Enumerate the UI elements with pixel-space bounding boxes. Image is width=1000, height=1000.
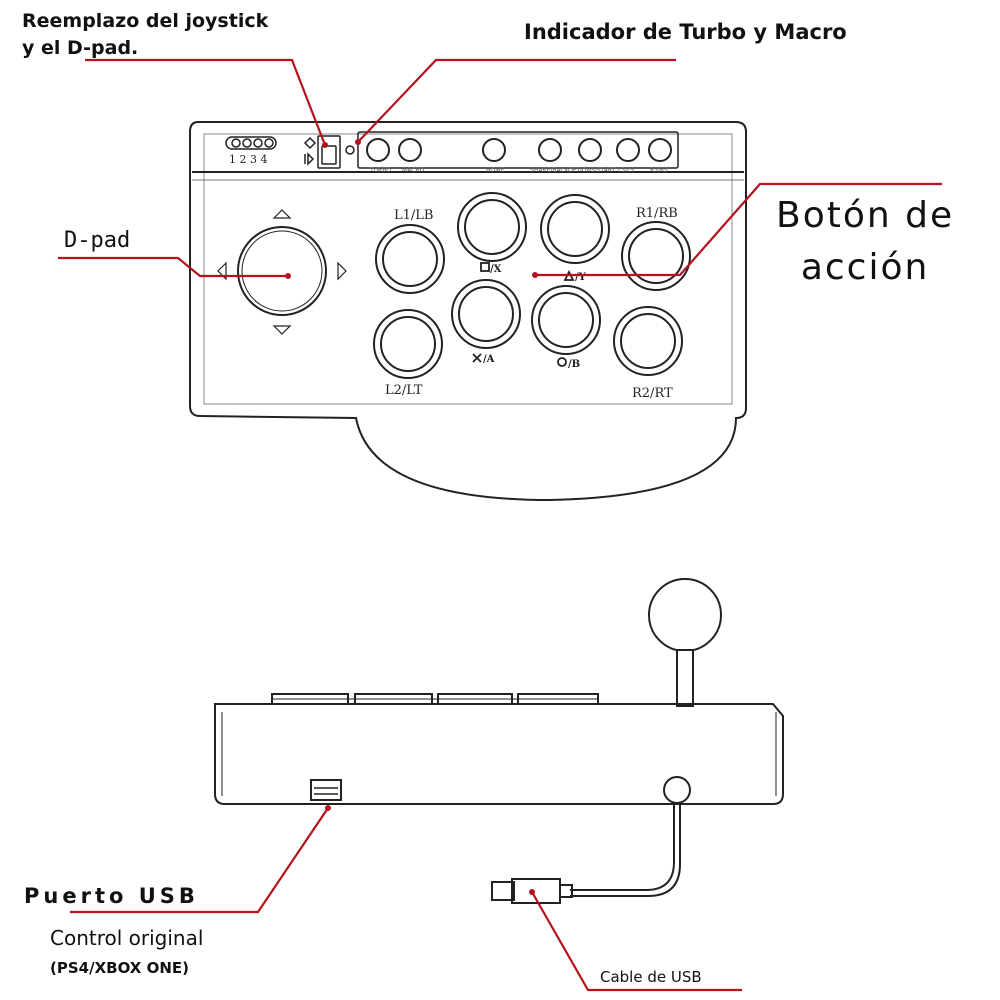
original-label-line1: Control original: [50, 926, 204, 950]
square-label: /X: [490, 264, 502, 275]
indicator-annotation-line: [357, 58, 676, 143]
joystick-label-line1: Reemplazo del joystick: [22, 10, 269, 32]
cable-grommet: [663, 776, 691, 804]
l2-label: L2/LT: [385, 383, 423, 398]
slot-numbers: 1 2 3 4: [229, 153, 267, 166]
side-view: [214, 578, 784, 904]
macro-button[interactable]: [398, 138, 422, 162]
cross-label: /A: [483, 354, 495, 365]
square-symbol-icon: [480, 262, 490, 272]
dpad-up-arrow: [272, 209, 292, 219]
circle-button[interactable]: [531, 285, 601, 355]
usb-cable: [570, 802, 681, 897]
top-view-outline: [189, 121, 747, 502]
original-controller-label: Control original (PS4/XBOX ONE): [50, 924, 203, 982]
side-body: [214, 703, 784, 805]
action-annotation-line: [535, 182, 942, 277]
original-label-line2: (PS4/XBOX ONE): [50, 959, 189, 977]
action-label-line2: acción: [800, 247, 930, 288]
l2-button[interactable]: [373, 309, 443, 379]
share-button[interactable]: [538, 138, 562, 162]
indicator-label: Indicador de Turbo y Macro: [524, 20, 847, 44]
r3-label: R3/RS: [650, 167, 668, 174]
home-button[interactable]: [482, 138, 506, 162]
l1-label: L1/LB: [394, 208, 433, 223]
dpad-annotation-line: [58, 256, 288, 278]
l3-label: L3/LS: [618, 167, 635, 174]
joystick-ball[interactable]: [648, 578, 722, 652]
joystick-replacement-label: Reemplazo del joystick y el D-pad.: [22, 8, 268, 62]
r1-label: R1/RB: [636, 206, 678, 221]
r2-button[interactable]: [613, 306, 683, 376]
action-buttons: [373, 192, 691, 379]
macro-label: MACRO: [402, 167, 425, 174]
joystick-label-line2: y el D-pad.: [22, 37, 139, 59]
annotation-dots: [285, 139, 538, 895]
cross-button[interactable]: [451, 279, 521, 349]
top-buttons: [366, 138, 672, 162]
annotation-lines: [58, 58, 942, 992]
cross-symbol-icon: [472, 353, 482, 363]
usb-port-label: Puerto USB: [24, 884, 199, 908]
dpad-label: D-pad: [64, 228, 131, 253]
joystick-shaft: [676, 649, 694, 707]
dpad-right-arrow: [337, 261, 347, 281]
usb-port-annotation-line: [70, 807, 329, 914]
r1-button[interactable]: [621, 221, 691, 291]
circle-symbol-icon: [557, 357, 567, 367]
dpad[interactable]: [237, 226, 327, 316]
usb-cable-label: Cable de USB: [600, 968, 702, 986]
options-label: OPTIONS/START: [568, 167, 616, 174]
share-label: SHARE/BACK: [530, 167, 570, 174]
slot-indicator: [225, 136, 277, 150]
turbo-button[interactable]: [366, 138, 390, 162]
usb-port: [310, 779, 342, 801]
triangle-button[interactable]: [540, 194, 610, 264]
cable-annotation-line: [531, 891, 742, 992]
options-button[interactable]: [578, 138, 602, 162]
mode-switch[interactable]: [303, 135, 341, 169]
action-label-line1: Botón de: [776, 195, 955, 236]
home-label: HOME: [486, 167, 504, 174]
action-button-label: Botón de acción: [776, 190, 954, 294]
top-view: [189, 121, 747, 502]
turbo-macro-led: [345, 145, 355, 155]
top-view-inner-outline: [203, 133, 733, 405]
r2-label: R2/RT: [632, 386, 673, 401]
triangle-label: /Y: [575, 272, 587, 283]
circle-label: /B: [568, 359, 580, 370]
turbo-label: TURBO: [369, 167, 391, 174]
dpad-down-arrow: [272, 325, 292, 335]
square-button[interactable]: [457, 192, 527, 262]
top-button-strip: [357, 131, 679, 169]
l1-button[interactable]: [375, 224, 445, 294]
r3-button[interactable]: [648, 138, 672, 162]
joystick-annotation-line: [85, 58, 327, 146]
l3-button[interactable]: [616, 138, 640, 162]
